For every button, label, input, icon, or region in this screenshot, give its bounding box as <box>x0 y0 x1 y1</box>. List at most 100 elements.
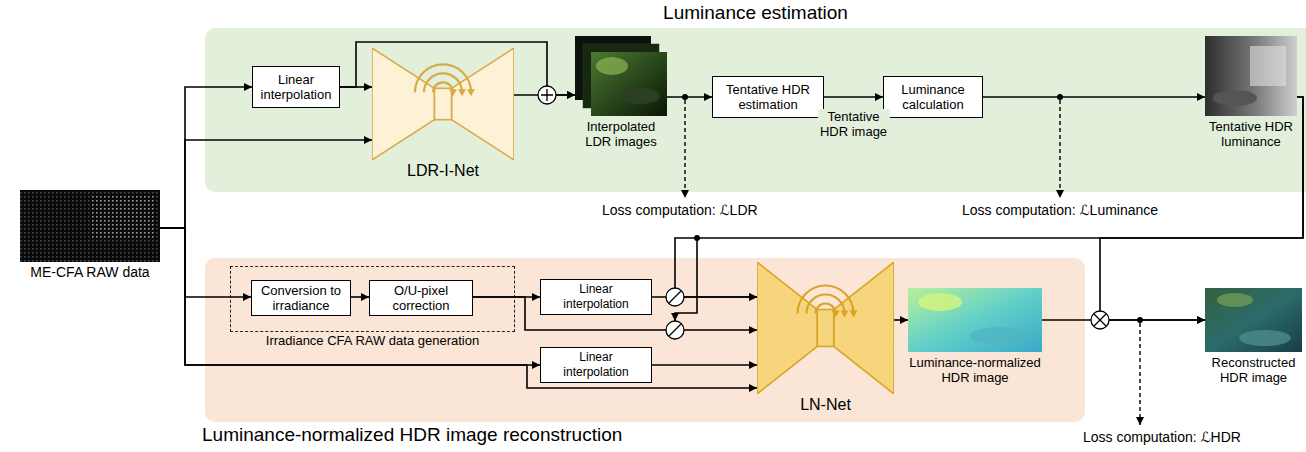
connector <box>160 228 757 388</box>
raw-pattern <box>20 190 160 262</box>
connector <box>340 42 575 95</box>
box-label: Linear interpolation <box>545 350 647 380</box>
image-panel: Interpolated LDR images <box>575 36 667 149</box>
process-box: Linear interpolation <box>540 347 652 383</box>
divide-operator <box>666 288 684 306</box>
skip-arrowhead <box>467 89 475 96</box>
image-caption: Luminance-normalized HDR image <box>908 355 1042 385</box>
loss-arrow <box>684 100 685 198</box>
skip-connection <box>798 286 854 314</box>
image-detail <box>1213 90 1257 106</box>
skip-connection <box>424 73 462 92</box>
network-block: LN-Net <box>757 262 894 414</box>
luminance-image <box>1205 36 1297 116</box>
process-box: Tentative HDR estimation <box>712 76 824 118</box>
divide-operator <box>669 291 681 303</box>
skip-arrowhead <box>449 89 457 96</box>
connector <box>160 140 372 228</box>
skip-arrowhead <box>458 89 466 96</box>
junction-dot <box>1057 94 1063 100</box>
image-panel: ME-CFA RAW data <box>20 190 160 280</box>
normalized-image <box>908 288 1042 352</box>
raw-image <box>20 190 160 262</box>
image-caption: ME-CFA RAW data <box>20 265 160 280</box>
multiply-operator <box>1094 314 1106 326</box>
connector <box>667 96 712 98</box>
hdr-image <box>1205 288 1302 352</box>
encoder-shape <box>372 48 434 160</box>
connector <box>983 96 1205 98</box>
junction-dot <box>682 94 688 100</box>
ldr-image <box>591 52 667 116</box>
process-box: Linear interpolation <box>252 66 340 108</box>
stage-band: Luminance-normalized HDR image reconstru… <box>205 258 1085 422</box>
image-detail <box>1250 46 1286 86</box>
box-label: Tentative HDR estimation <box>717 82 819 112</box>
raw-pattern <box>92 194 156 238</box>
network-shape <box>372 48 514 160</box>
skip-arrowhead <box>850 311 858 318</box>
junction-dot <box>1137 317 1143 323</box>
image-panel: Luminance-normalized HDR image <box>908 288 1042 385</box>
box-label: Linear interpolation <box>257 72 335 102</box>
connector <box>473 297 757 330</box>
skip-connection <box>415 64 471 92</box>
divide-operator <box>669 324 681 336</box>
decoder-shape <box>452 48 514 160</box>
image-caption: Tentative HDR luminance <box>1205 119 1297 149</box>
bottleneck-shape <box>817 310 833 347</box>
image-panel: Reconstructed HDR image <box>1205 288 1302 385</box>
group-label: Irradiance CFA RAW data generation <box>231 333 514 348</box>
process-box: Conversion to irradiance <box>251 280 351 316</box>
image-panel: Tentative HDR luminance <box>1205 36 1297 149</box>
image-detail <box>970 327 1030 345</box>
box-label: Linear interpolation <box>545 282 647 312</box>
connector <box>160 228 251 297</box>
network-label: LDR-I-Net <box>372 162 514 180</box>
image-detail <box>620 88 660 104</box>
box-label: Luminance calculation <box>888 82 978 112</box>
image-detail <box>1217 293 1253 307</box>
edge-label: Tentative HDR image <box>818 109 890 139</box>
group-box: Irradiance CFA RAW data generationConver… <box>230 266 515 332</box>
loss-label: Loss computation: ℒLuminance <box>960 202 1160 219</box>
loss-label: Loss computation: ℒLDR <box>600 202 760 219</box>
connector <box>894 319 908 321</box>
connector <box>351 296 369 298</box>
process-box: Luminance calculation <box>883 76 983 118</box>
add-operator <box>541 89 553 101</box>
multiply-operator <box>1091 311 1109 329</box>
add-operator <box>538 86 556 104</box>
box-label: Conversion to irradiance <box>256 283 346 313</box>
connector <box>1100 97 1303 320</box>
junction-dot <box>694 235 700 241</box>
network-block: LDR-I-Net <box>372 48 514 180</box>
decoder-shape <box>834 262 894 394</box>
stage-band: Luminance estimationLinear interpolation… <box>205 28 1306 192</box>
image-detail <box>1239 330 1291 346</box>
bottleneck-shape <box>434 88 451 119</box>
skip-connection <box>807 295 845 314</box>
image-caption: Reconstructed HDR image <box>1205 355 1302 385</box>
band-title: Luminance-normalized HDR image reconstru… <box>202 424 622 446</box>
connector <box>675 97 1303 297</box>
box-label: O/U-pixel correction <box>374 283 468 313</box>
loss-arrow <box>1139 323 1140 425</box>
divide-operator <box>666 321 684 339</box>
network-label: LN-Net <box>757 396 894 414</box>
connector <box>1042 319 1205 321</box>
connector <box>652 364 757 366</box>
connector <box>160 87 252 228</box>
image-caption: Interpolated LDR images <box>575 119 667 149</box>
process-box: Linear interpolation <box>540 279 652 315</box>
skip-arrowhead <box>832 311 840 318</box>
loss-label: Loss computation: ℒHDR <box>1081 429 1243 446</box>
skip-arrowhead <box>841 311 849 318</box>
image-detail <box>918 293 962 311</box>
connector <box>160 228 540 365</box>
loss-arrow <box>1059 100 1060 198</box>
